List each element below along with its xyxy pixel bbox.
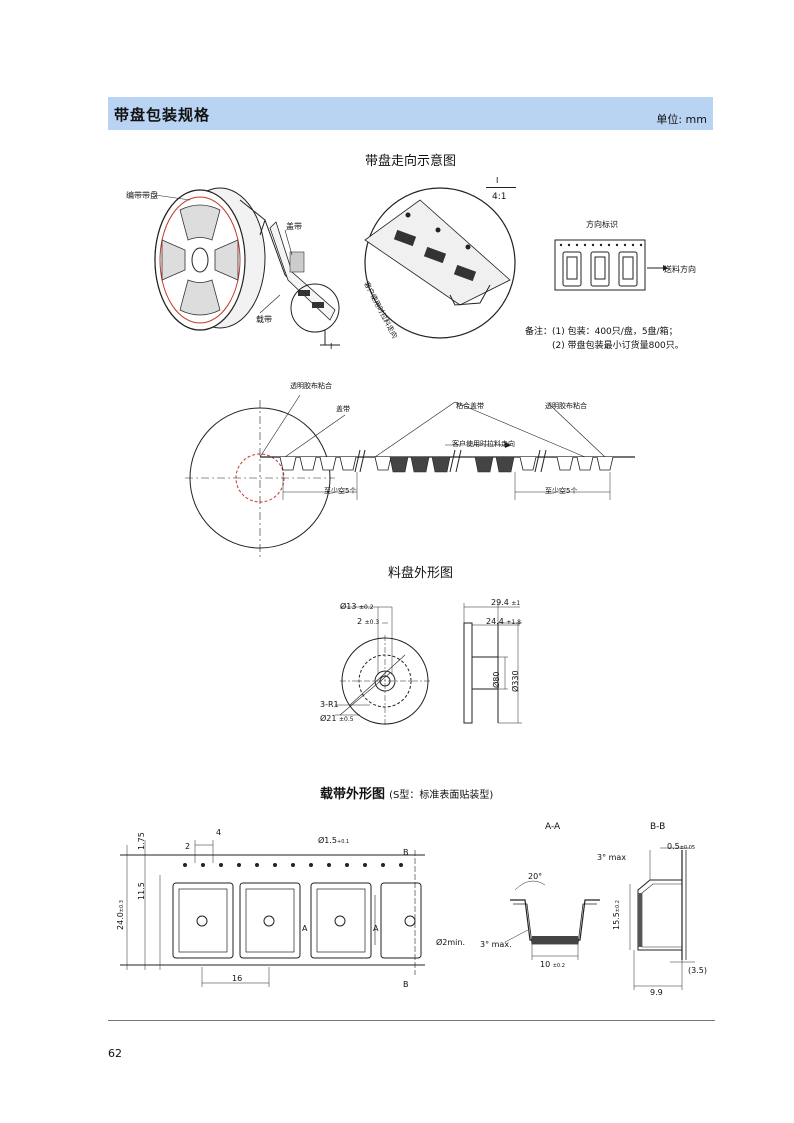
dim-d330: Ø330 bbox=[511, 670, 520, 692]
reel-side-view bbox=[463, 603, 522, 724]
label-carrier-tape: 载带 bbox=[256, 315, 272, 324]
section-aa-title: A-A bbox=[545, 822, 561, 832]
zoom-ratio: 4:1 bbox=[492, 192, 507, 202]
label-cover-tape-2: 盖带 bbox=[336, 405, 350, 413]
dim-angle3-b: 3° max bbox=[597, 853, 627, 862]
section-aa-view bbox=[504, 880, 600, 960]
zoom-detail bbox=[364, 187, 516, 339]
label-marker-i: I bbox=[330, 342, 333, 351]
section-title-reel-direction: 带盘走向示意图 bbox=[365, 154, 457, 169]
marker-a-left: A bbox=[302, 924, 308, 933]
label-reel: 编带带盘 bbox=[126, 191, 158, 200]
direction-mark-diagram bbox=[554, 239, 668, 291]
dim-d80: Ø80 bbox=[492, 671, 501, 688]
dim-angle20: 20° bbox=[528, 872, 543, 881]
label-cover-tape: 盖带 bbox=[286, 222, 302, 231]
dim-t05: 0.5±0.05 bbox=[667, 842, 696, 851]
carrier-tape-top-view bbox=[120, 840, 425, 987]
dim-w35: (3.5) bbox=[688, 966, 707, 975]
dim-p4: 4 bbox=[216, 828, 222, 837]
dim-r1: 3-R1 bbox=[320, 700, 339, 709]
header-bar: 带盘包装规格 单位: mm bbox=[108, 97, 713, 130]
label-clear-tape-left: 透明胶布粘合 bbox=[290, 382, 332, 390]
dim-pitch16: 16 bbox=[232, 974, 243, 983]
section-bb-title: B-B bbox=[650, 822, 666, 832]
label-clear-tape-right: 透明胶布粘合 bbox=[545, 402, 587, 410]
section-title-reel-outline: 料盘外形图 bbox=[388, 566, 454, 581]
section-title-carrier-tape: 载带外形图 (S型：标准表面贴装型) bbox=[320, 787, 494, 802]
dim-w115: 11.5 bbox=[137, 882, 146, 900]
dim-h155: 15.5±0.2 bbox=[612, 900, 621, 930]
dim-w244: 24.4 +1.8 bbox=[486, 617, 521, 626]
dim-angle3-a: 3° max. bbox=[480, 940, 512, 949]
page-number: 62 bbox=[108, 1047, 122, 1060]
section-bb-view bbox=[629, 847, 695, 990]
dim-hole: Ø1.5+0.1 bbox=[318, 836, 350, 845]
dim-w240: 24.0±0.3 bbox=[116, 900, 125, 930]
marker-b-bottom: B bbox=[403, 980, 409, 989]
reel-front-view bbox=[335, 606, 430, 727]
tape-leader-diagram bbox=[185, 394, 635, 558]
dim-width10: 10 ±0.2 bbox=[540, 960, 565, 969]
label-min-empty-left: 至少空5个 bbox=[324, 487, 357, 495]
dim-d21: Ø21 ±0.5 bbox=[320, 714, 354, 723]
reel-illustration bbox=[154, 187, 340, 346]
dim-p2: 2 bbox=[185, 842, 191, 851]
label-feed-direction: 送料方向 bbox=[664, 265, 696, 274]
note-line-1: 备注：(1) 包装：400只/盘，5盘/箱； bbox=[525, 327, 678, 337]
zoom-label-i: I bbox=[496, 176, 499, 185]
label-min-empty-right: 至少空5个 bbox=[545, 487, 578, 495]
label-sealed-cover: 粘合盖带 bbox=[456, 402, 484, 410]
page-title: 带盘包装规格 bbox=[114, 106, 211, 124]
dim-w2: 2 ±0.3 bbox=[357, 617, 380, 626]
marker-a-right: A bbox=[373, 924, 379, 933]
unit-label: 单位: mm bbox=[656, 113, 707, 126]
label-direction-mark: 方向标识 bbox=[586, 220, 618, 229]
dim-w294: 29.4 ±1 bbox=[491, 598, 521, 607]
dim-w99: 9.9 bbox=[650, 988, 663, 997]
label-pull-direction: 客户使用时拉料走向 bbox=[452, 440, 515, 448]
note-line-2: (2) 带盘包装最小订货量800只。 bbox=[552, 341, 684, 351]
zoom-divider bbox=[486, 187, 516, 188]
dim-p175: 1.75 bbox=[137, 832, 146, 850]
footer-rule bbox=[108, 1020, 715, 1021]
dim-d13: Ø13 ±0.2 bbox=[340, 602, 374, 611]
marker-b-top: B bbox=[403, 848, 409, 857]
dim-d2min: Ø2min. bbox=[436, 938, 466, 947]
